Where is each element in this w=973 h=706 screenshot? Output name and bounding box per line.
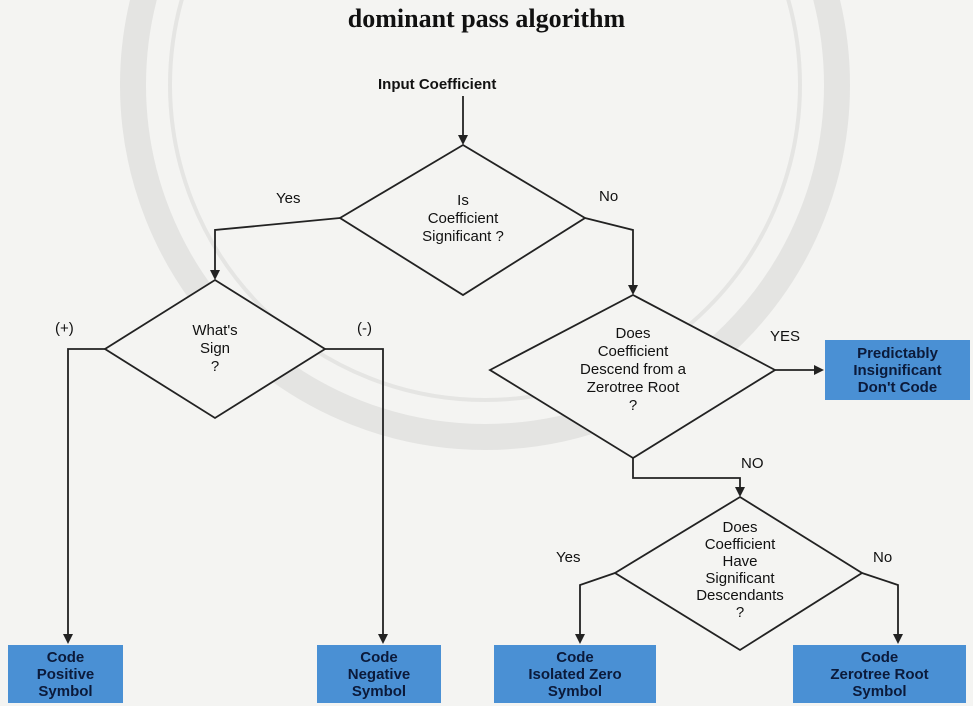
edge-label-desc-yes: Yes xyxy=(556,549,581,566)
arrow-zt-no xyxy=(632,458,745,497)
output-insignificant-box: Predictably Insignificant Don't Code xyxy=(825,340,970,400)
edge-label-zt-no: NO xyxy=(741,455,764,472)
edge-label-yes: Yes xyxy=(276,190,301,207)
output-positive-box: Code Positive Symbol xyxy=(8,645,123,703)
output-negative-line: Code xyxy=(360,648,398,666)
diagram-title: dominant pass algorithm xyxy=(347,4,626,33)
decision-descendants-diamond xyxy=(613,495,864,652)
decision-descendants-line: Coefficient xyxy=(704,536,776,553)
decision-sign-line: Sign xyxy=(199,340,231,357)
arrow-desc-no xyxy=(861,572,903,644)
output-zerotree-root-line: Code xyxy=(860,648,899,666)
decision-significant-text: Is Coefficient Significant ? xyxy=(388,192,538,246)
decision-significant-line: Significant ? xyxy=(422,228,504,245)
output-positive-line: Code xyxy=(46,648,85,666)
decision-descendants-text: Does Coefficient Have Significant Descen… xyxy=(665,519,815,621)
arrow-desc-yes xyxy=(575,572,616,644)
output-insignificant-line: Predictably xyxy=(857,344,938,362)
output-isolated-zero-box: Code Isolated Zero Symbol xyxy=(494,645,656,703)
input-coefficient-label: Input Coefficient xyxy=(378,76,497,93)
decision-sign-text: What's Sign ? xyxy=(150,322,280,376)
output-isolated-zero-line: Code xyxy=(556,648,594,666)
decision-significant-line: Is xyxy=(457,192,469,209)
edge-label-desc-no: No xyxy=(873,549,893,566)
edge-label-minus: (-) xyxy=(357,320,372,337)
arrow-yes xyxy=(210,217,341,280)
edge-label-zt-yes: YES xyxy=(770,328,801,345)
output-positive-line: Symbol xyxy=(38,682,93,700)
decision-sign-line: ? xyxy=(210,358,220,375)
output-isolated-zero-line: Isolated Zero xyxy=(528,665,622,683)
arrow-plus xyxy=(63,348,105,644)
decision-zerotree-text: Does Coefficient Descend from a Zerotree… xyxy=(553,325,713,415)
output-negative-box: Code Negative Symbol xyxy=(317,645,441,703)
decision-descendants-line: Significant xyxy=(705,570,775,587)
decision-zerotree-line: Zerotree Root xyxy=(586,379,680,396)
output-isolated-zero-line: Symbol xyxy=(547,682,603,700)
output-zerotree-root-line: Symbol xyxy=(852,682,907,700)
decision-sign-diamond xyxy=(103,278,327,420)
arrow-no xyxy=(584,217,638,295)
output-negative-line: Negative xyxy=(347,665,411,683)
decision-significant-line: Coefficient xyxy=(427,210,499,227)
decision-sign-line: What's xyxy=(192,322,238,339)
decision-descendants-line: Have xyxy=(722,553,758,570)
decision-zerotree-line: Coefficient xyxy=(597,343,669,360)
decision-zerotree-line: Does xyxy=(615,325,651,342)
decision-descendants-line: Does xyxy=(722,519,758,536)
decision-zerotree-line: ? xyxy=(628,397,638,414)
decision-zerotree-line: Descend from a xyxy=(580,361,686,378)
arrow-minus xyxy=(325,348,388,644)
decision-descendants-line: ? xyxy=(735,604,745,621)
output-insignificant-line: Insignificant xyxy=(853,361,942,379)
output-negative-line: Symbol xyxy=(351,682,407,700)
output-zerotree-root-box: Code Zerotree Root Symbol xyxy=(793,645,966,703)
decision-descendants-line: Descendants xyxy=(696,587,784,604)
decision-significant-diamond xyxy=(338,143,587,297)
output-zerotree-root-line: Zerotree Root xyxy=(830,665,929,683)
edge-label-no: No xyxy=(599,188,619,205)
output-positive-line: Positive xyxy=(36,665,95,683)
output-insignificant-line: Don't Code xyxy=(857,378,938,396)
edge-label-plus: (+) xyxy=(55,320,74,337)
